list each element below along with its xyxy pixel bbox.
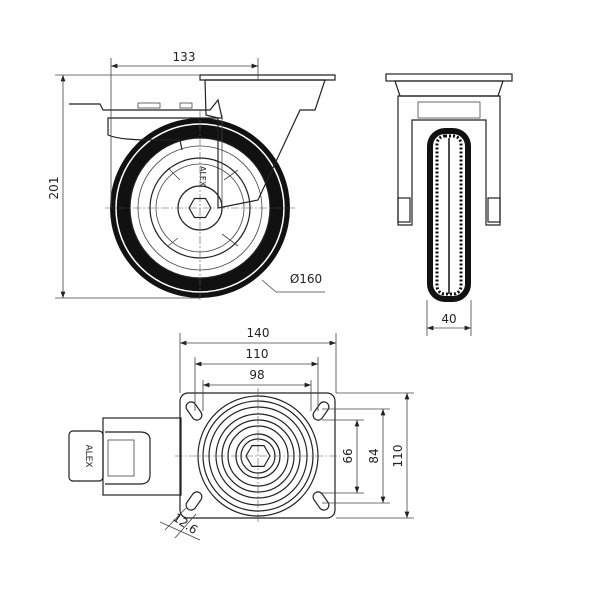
top-plate	[199, 74, 336, 81]
brake-lever	[69, 98, 223, 151]
dim-133: 133	[173, 50, 196, 64]
dim-140: 140	[247, 326, 270, 340]
dim-110-vertical: 110	[391, 445, 405, 468]
dim-98: 98	[249, 368, 264, 382]
dim-40: 40	[441, 312, 456, 326]
brake-pedal	[68, 430, 104, 482]
fork	[204, 79, 326, 209]
dim-diameter: Ø160	[290, 272, 322, 286]
mounting-slots	[185, 401, 330, 511]
brake-logo: ALEX	[83, 444, 93, 467]
dim-84: 84	[367, 448, 381, 463]
front-view: ALEX 133 201 Ø160	[47, 50, 336, 300]
top-view: ALEX 140 110 98 66	[68, 326, 414, 541]
side-fork	[397, 95, 501, 226]
dim-110-horizontal: 110	[246, 347, 269, 361]
bracket-logo: ALEX	[198, 166, 207, 187]
dim-201: 201	[47, 177, 61, 200]
dim-66: 66	[341, 448, 355, 463]
side-view: 40	[385, 73, 513, 336]
mounting-plate	[179, 392, 336, 519]
